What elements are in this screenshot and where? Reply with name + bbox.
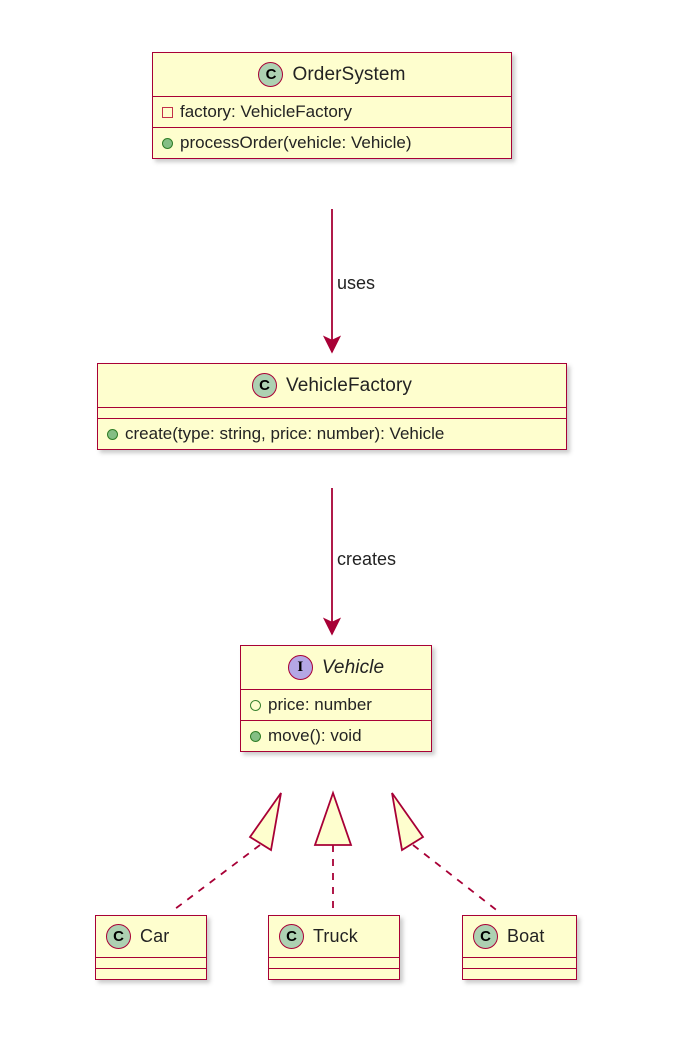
attributes-compartment-car bbox=[96, 957, 206, 968]
attributes-compartment-order-system: factory: VehicleFactory bbox=[153, 96, 511, 127]
class-name-vehicle-factory: VehicleFactory bbox=[285, 374, 412, 396]
interface-badge-icon: I bbox=[287, 655, 313, 680]
public-method-marker-icon bbox=[162, 137, 173, 149]
method-row: processOrder(vehicle: Vehicle) bbox=[180, 133, 412, 152]
attribute-row: factory: VehicleFactory bbox=[180, 102, 352, 121]
node-header-order-system: C OrderSystem bbox=[153, 53, 511, 96]
attributes-compartment-truck bbox=[269, 957, 399, 968]
attribute-row: price: number bbox=[268, 695, 372, 714]
class-node-boat[interactable]: C Boat bbox=[462, 915, 577, 980]
edge-boat-realizes-vehicle bbox=[391, 792, 500, 913]
class-badge-icon: C bbox=[279, 924, 304, 949]
methods-compartment-car bbox=[96, 968, 206, 979]
public-method-marker-icon bbox=[250, 730, 261, 742]
class-node-order-system[interactable]: C OrderSystem factory: VehicleFactory pr… bbox=[152, 52, 512, 159]
class-badge-icon: C bbox=[251, 373, 277, 398]
node-header-boat: C Boat bbox=[463, 916, 576, 957]
method-row: create(type: string, price: number): Veh… bbox=[125, 424, 445, 443]
node-header-vehicle-factory: C VehicleFactory bbox=[98, 364, 566, 407]
method-row: move(): void bbox=[268, 726, 362, 745]
class-name-boat: Boat bbox=[507, 926, 545, 946]
class-node-truck[interactable]: C Truck bbox=[268, 915, 400, 980]
methods-compartment-truck bbox=[269, 968, 399, 979]
class-badge-icon: C bbox=[258, 62, 284, 87]
class-node-vehicle-factory[interactable]: C VehicleFactory create(type: string, pr… bbox=[97, 363, 567, 450]
attributes-compartment-vehicle: price: number bbox=[241, 689, 431, 720]
edge-car-realizes-vehicle bbox=[170, 792, 282, 913]
private-field-marker-icon bbox=[162, 106, 173, 118]
methods-compartment-vehicle: move(): void bbox=[241, 720, 431, 751]
class-name-order-system: OrderSystem bbox=[292, 63, 406, 85]
methods-compartment-order-system: processOrder(vehicle: Vehicle) bbox=[153, 127, 511, 158]
public-method-marker-icon bbox=[107, 428, 118, 440]
class-node-car[interactable]: C Car bbox=[95, 915, 207, 980]
interface-name-vehicle: Vehicle bbox=[321, 656, 385, 678]
interface-node-vehicle[interactable]: I Vehicle price: number move(): void bbox=[240, 645, 432, 752]
methods-compartment-vehicle-factory: create(type: string, price: number): Veh… bbox=[98, 418, 566, 449]
attributes-compartment-boat bbox=[463, 957, 576, 968]
node-header-truck: C Truck bbox=[269, 916, 399, 957]
package-field-marker-icon bbox=[250, 699, 261, 711]
edge-label-creates: creates bbox=[337, 549, 397, 569]
class-badge-icon: C bbox=[106, 924, 131, 949]
edge-truck-realizes-vehicle bbox=[313, 790, 353, 912]
node-header-car: C Car bbox=[96, 916, 206, 957]
attributes-compartment-vehicle-factory bbox=[98, 407, 566, 418]
edge-label-uses: uses bbox=[337, 273, 376, 293]
node-header-vehicle: I Vehicle bbox=[241, 646, 431, 689]
class-name-truck: Truck bbox=[313, 926, 358, 946]
class-name-car: Car bbox=[140, 926, 170, 946]
class-badge-icon: C bbox=[473, 924, 498, 949]
methods-compartment-boat bbox=[463, 968, 576, 979]
